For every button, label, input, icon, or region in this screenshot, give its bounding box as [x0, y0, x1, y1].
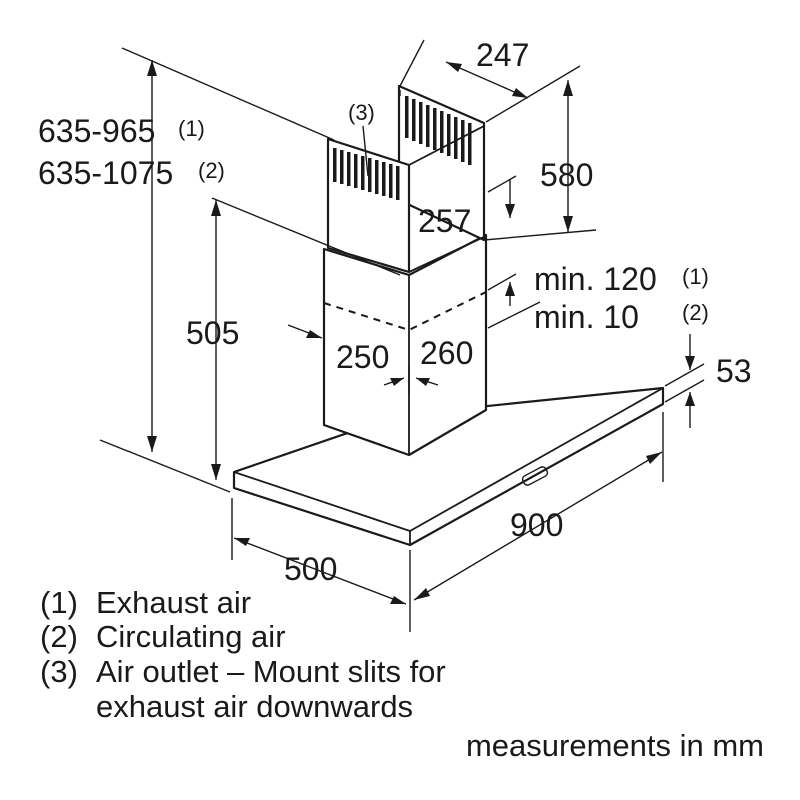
- air-outlet-slits-front: [333, 148, 400, 200]
- lower-chimney: [322, 233, 488, 457]
- dim-257: 257: [418, 203, 471, 239]
- units-note: measurements in mm: [465, 728, 764, 763]
- upper-chimney: [326, 84, 487, 274]
- air-outlet-ref-label: (3): [348, 100, 375, 125]
- dim-500: 500: [284, 551, 337, 587]
- chimney-overlap-dashed-line: [323, 291, 487, 332]
- legend-text: Air outlet – Mount slits for: [96, 654, 446, 689]
- legend-text: Exhaust air: [96, 585, 252, 620]
- legend-item-air-outlet-continuation: exhaust air downwards: [96, 689, 414, 724]
- dim-247: 247: [476, 37, 529, 73]
- dim-580: 580: [540, 157, 593, 193]
- legend-num: (2): [40, 619, 78, 654]
- dim-260: 260: [420, 335, 473, 371]
- legend-item-circulating: (2) Circulating air: [40, 620, 286, 654]
- dim-total-height-exhaust: 635-965: [38, 113, 155, 149]
- dim-min-gap-exhaust: min. 120: [534, 261, 657, 297]
- canopy-width-dimension-line: [413, 451, 663, 601]
- dim-total-height-circulating: 635-1075: [38, 155, 173, 191]
- legend-text: Circulating air: [96, 619, 286, 654]
- dim-total-height-circulating-ref: (2): [198, 158, 225, 183]
- dim-min-gap-circulating: min. 10: [534, 299, 639, 335]
- air-outlet-slits-back: [405, 96, 472, 165]
- dimension-lines: [99, 39, 705, 632]
- dim-min-gap-exhaust-ref: (1): [682, 264, 709, 289]
- dim-900: 900: [510, 507, 563, 543]
- legend-item-air-outlet: (3) Air outlet – Mount slits for: [40, 655, 446, 689]
- dim-min-gap-circulating-ref: (2): [682, 300, 709, 325]
- dim-505: 505: [186, 315, 239, 351]
- dim-250: 250: [336, 339, 389, 375]
- legend-item-exhaust: (1) Exhaust air: [40, 586, 251, 620]
- dim-53: 53: [716, 353, 752, 389]
- legend-num: (1): [40, 585, 78, 620]
- legend-num: (3): [40, 654, 78, 689]
- canopy-depth-dimension-line: [233, 537, 407, 605]
- dim-total-height-exhaust-ref: (1): [178, 116, 205, 141]
- control-panel-icon: [521, 466, 549, 486]
